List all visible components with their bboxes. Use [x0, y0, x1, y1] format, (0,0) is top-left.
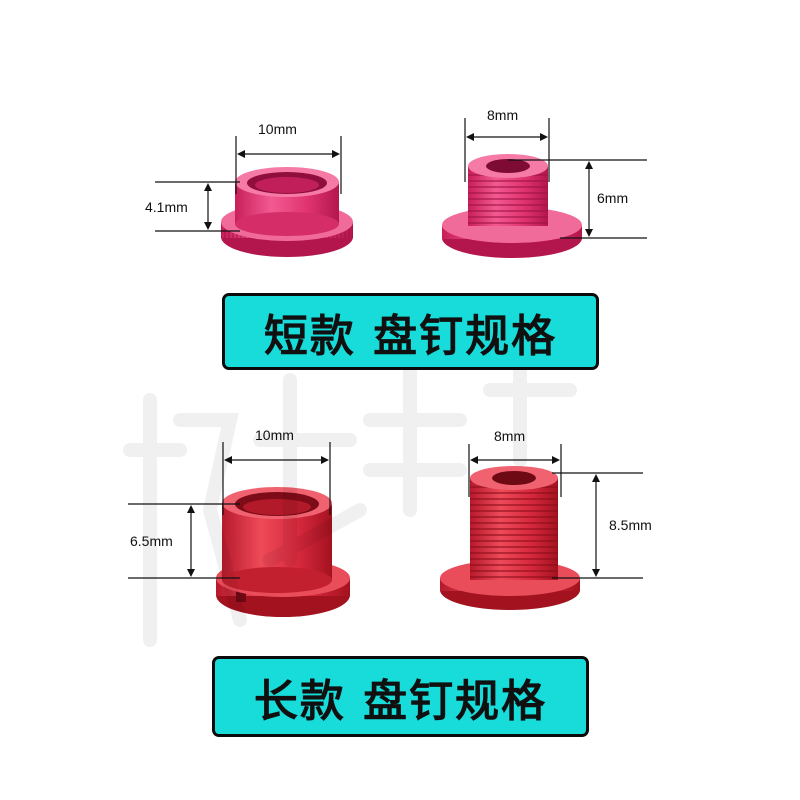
short-nut-width-label: 10mm — [258, 121, 297, 137]
long-bolt-image — [440, 466, 580, 610]
short-bolt-image — [442, 154, 582, 258]
short-nut-height-label: 4.1mm — [145, 199, 188, 215]
short-bolt-height-label: 6mm — [597, 190, 628, 206]
short-bolt-width-label: 8mm — [487, 107, 518, 123]
dimension-lines — [128, 118, 647, 579]
long-spec-title: 长款 盘钉规格 — [253, 675, 548, 727]
long-bolt-height-label: 8.5mm — [609, 517, 652, 533]
watermark-image — [123, 360, 577, 647]
short-nut-image — [221, 167, 353, 257]
long-nut-height-label: 6.5mm — [130, 533, 173, 549]
long-nut-width-label: 10mm — [255, 427, 294, 443]
long-spec-banner: 长款 盘钉规格 — [212, 656, 589, 737]
long-bolt-width-label: 8mm — [494, 428, 525, 444]
short-spec-title: 短款 盘钉规格 — [263, 310, 558, 362]
long-nut-image — [216, 487, 350, 617]
short-spec-banner: 短款 盘钉规格 — [222, 293, 599, 370]
